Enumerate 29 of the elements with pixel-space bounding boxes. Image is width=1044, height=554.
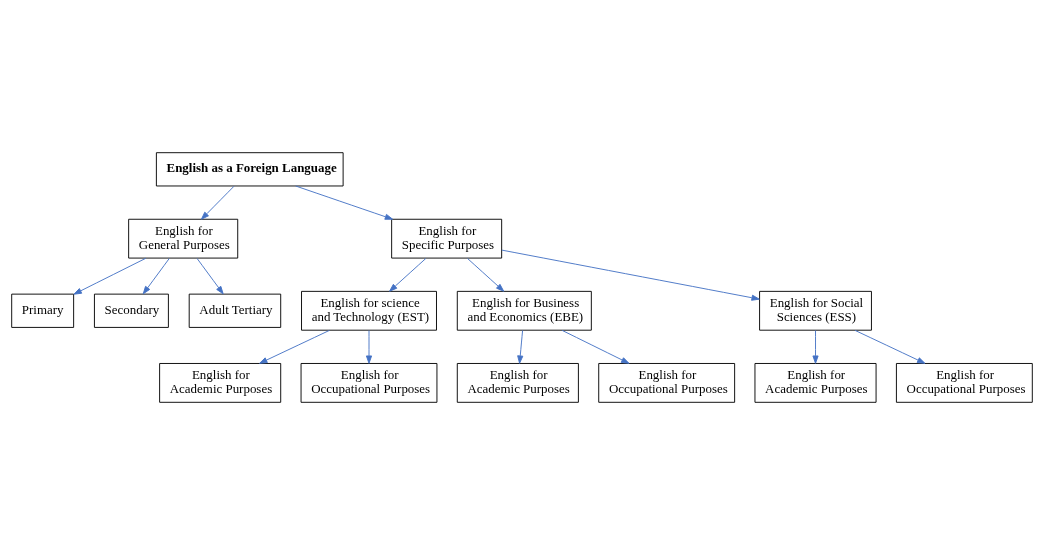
node-box: English for Social Sciences (ESS)	[759, 290, 872, 331]
node-box: English for Academic Purposes	[754, 362, 877, 403]
arrow	[561, 329, 630, 364]
arrow	[517, 329, 524, 364]
node-box: Secondary	[94, 293, 169, 328]
arrow	[812, 329, 819, 364]
node-box: English for Occupational Purposes	[895, 362, 1033, 403]
node-box: English for Specific Purposes	[391, 218, 503, 259]
node-box: English for General Purposes	[128, 218, 239, 259]
node-box: Primary	[11, 293, 75, 328]
arrow	[854, 329, 926, 364]
node-box: Adult Tertiary	[188, 293, 282, 328]
arrow	[196, 257, 224, 294]
node-box: English for Business and Economics (EBE)	[456, 290, 592, 331]
node-box: English for science and Technology (EST)	[301, 290, 437, 331]
arrow	[389, 257, 427, 292]
node-box: English for Academic Purposes	[159, 362, 282, 403]
arrow	[73, 257, 147, 295]
arrow	[467, 257, 505, 292]
arrow	[501, 249, 760, 301]
arrow	[142, 257, 170, 294]
node-box: English for Occupational Purposes	[300, 362, 438, 403]
node-box: English for Academic Purposes	[456, 362, 579, 403]
arrow	[365, 329, 373, 364]
node-box: English as a Foreign Language	[155, 151, 344, 186]
arrow	[259, 329, 330, 364]
node-box: English for Occupational Purposes	[598, 362, 736, 403]
arrow	[200, 185, 235, 220]
arrow	[295, 185, 394, 220]
